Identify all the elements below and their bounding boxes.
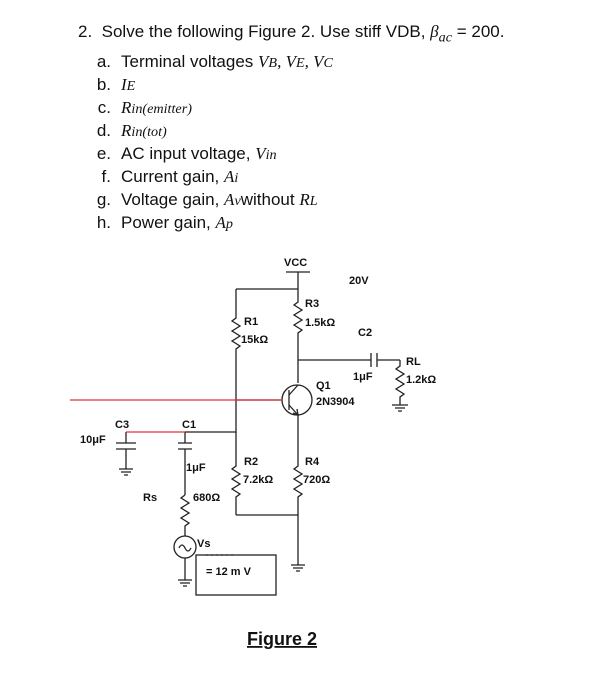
item-math: R — [121, 121, 132, 141]
figure-caption: Figure 2 — [247, 629, 317, 649]
item-sub: v — [234, 193, 241, 210]
beta-subscript: ac — [438, 29, 452, 46]
c2-capacitor — [370, 353, 378, 367]
item-rest: without — [240, 190, 295, 210]
item-letter: h. — [96, 213, 111, 233]
r4-value: 720Ω — [303, 474, 330, 486]
item-sub: p — [225, 216, 233, 233]
item-sub: E — [126, 78, 136, 95]
r4-name: R4 — [305, 456, 320, 468]
rl-resistor — [394, 360, 406, 405]
c1-name: C1 — [182, 419, 196, 431]
base-bus-wire — [185, 399, 282, 433]
r1-name: R1 — [244, 316, 258, 328]
vs-name: Vs — [197, 538, 210, 550]
c2-value: 1μF — [353, 371, 373, 383]
c2-name: C2 — [358, 327, 372, 339]
item-text: AC input voltage, — [121, 144, 251, 164]
question-stem: 2. Solve the following Figure 2. Use sti… — [78, 22, 504, 46]
question-stem-text: Solve the following Figure 2. Use stiff … — [101, 22, 431, 41]
item-letter: c. — [97, 98, 111, 118]
c1-capacitor — [178, 432, 192, 495]
rl-value: 1.2kΩ — [406, 374, 436, 386]
vs-sine-icon — [178, 544, 192, 552]
c3-capacitor — [116, 432, 136, 469]
emitter-wire — [292, 415, 304, 515]
item-sub: i — [234, 170, 239, 187]
rl-name: RL — [406, 356, 421, 368]
item-math: R — [121, 98, 132, 118]
r2-value: 7.2kΩ — [243, 474, 273, 486]
c1-value: 1μF — [186, 462, 206, 474]
q1-collector-lead — [288, 384, 299, 396]
vs-ground — [178, 579, 192, 587]
item-text: Power gain, — [121, 213, 211, 233]
item-sub: in(emitter) — [131, 101, 192, 118]
red-node-wires — [70, 399, 282, 433]
item-math2: R — [299, 190, 310, 210]
rs-name: Rs — [143, 492, 157, 504]
vcc-terminal — [286, 271, 310, 289]
r2-resistor — [230, 432, 242, 515]
item-letter: b. — [96, 75, 111, 95]
c3-value: 10μF — [80, 434, 106, 446]
item-sub2: E — [295, 55, 305, 72]
c3-ground — [119, 468, 133, 476]
item-letter: f. — [101, 167, 111, 187]
item-letter: d. — [96, 121, 111, 141]
item-text: Voltage gain, — [121, 190, 220, 210]
r4-ground — [291, 564, 305, 572]
item-rest: , V — [277, 52, 296, 72]
item-math: A — [224, 167, 235, 187]
vs-value-box — [195, 554, 277, 596]
question-block: 2. Solve the following Figure 2. Use sti… — [78, 22, 504, 236]
item-sub: in — [265, 147, 277, 164]
beta-symbol: β — [430, 22, 439, 41]
item-math: A — [215, 213, 226, 233]
item-math: I — [121, 75, 127, 95]
q1-model: 2N3904 — [316, 396, 355, 408]
rl-ground — [392, 404, 408, 412]
item-text: Current gain, — [121, 167, 220, 187]
item-math: V — [255, 144, 266, 164]
item-text: Terminal voltages — [121, 52, 254, 72]
r3-value: 1.5kΩ — [305, 317, 335, 329]
vcc-label: VCC — [284, 257, 307, 269]
beta-value: = 200. — [452, 22, 505, 41]
rs-value: 680Ω — [193, 492, 220, 504]
q1-emitter-lead — [288, 404, 299, 416]
r2-name: R2 — [244, 456, 258, 468]
rs-resistor — [179, 494, 191, 536]
r1-value: 15kΩ — [241, 334, 268, 346]
item-letter: e. — [96, 144, 111, 164]
r3-name: R3 — [305, 298, 319, 310]
c3-name: C3 — [115, 419, 129, 431]
vs-value: = 12 m V — [206, 566, 252, 578]
q1-name: Q1 — [316, 380, 331, 392]
item-sub: in(tot) — [131, 124, 167, 141]
item-sub: B — [268, 55, 278, 72]
item-rest2: , V — [304, 52, 324, 72]
item-math: A — [224, 190, 235, 210]
question-number: 2. — [78, 22, 93, 41]
item-letter: g. — [96, 190, 111, 210]
r1-resistor — [230, 289, 242, 400]
item-sub2: L — [309, 193, 318, 210]
r3-resistor — [292, 289, 304, 383]
item-letter: a. — [96, 52, 111, 72]
item-sub3: C — [323, 55, 333, 72]
item-math: V — [258, 52, 269, 72]
vcc-value: 20V — [349, 275, 369, 287]
